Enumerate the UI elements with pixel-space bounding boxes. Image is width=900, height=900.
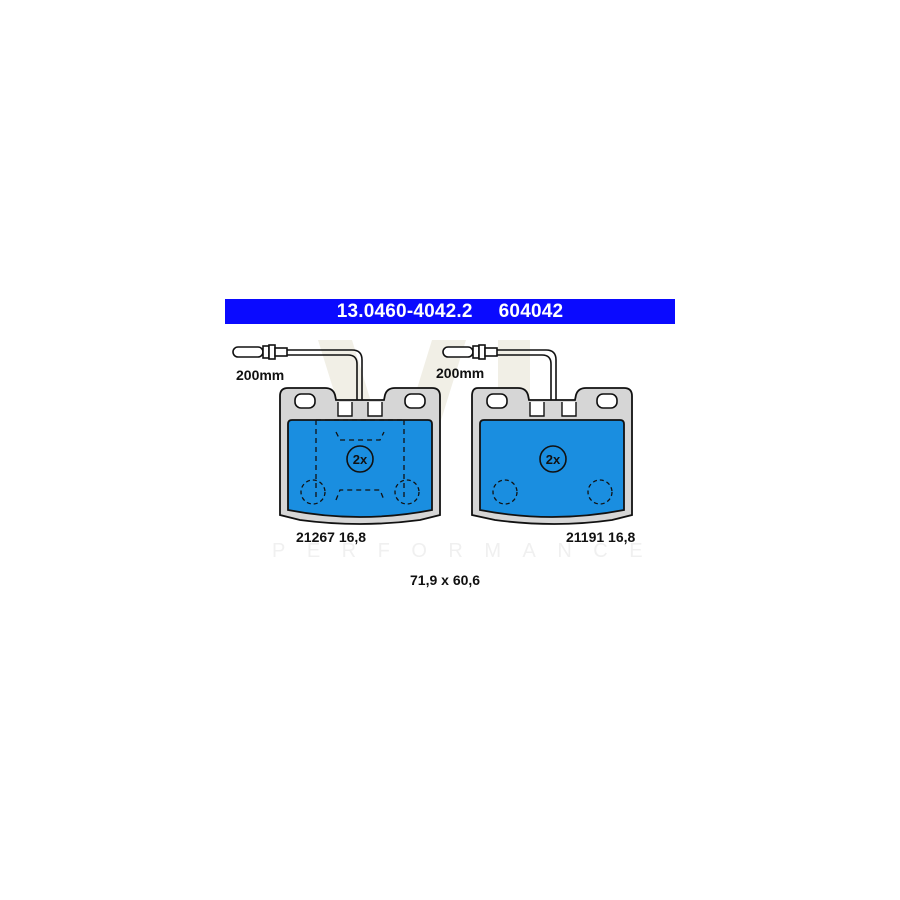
left-pad-label: 21267 16,8 (296, 529, 367, 545)
right-pad-label: 21191 16,8 (566, 529, 636, 545)
left-quantity-badge: 2x (353, 452, 368, 467)
dimensions: 71,9 x 60,6 (410, 572, 481, 588)
part-number-banner: 13.0460-4042.2 604042 (225, 299, 675, 324)
part-number: 13.0460-4042.2 (336, 300, 473, 322)
right-brake-pad: 2x (442, 344, 633, 525)
left-brake-pad: 2x (232, 344, 441, 525)
right-quantity-badge: 2x (546, 452, 561, 467)
part-code: 604042 (498, 300, 564, 322)
watermark-tagline: PERFORMANCE (272, 540, 665, 562)
right-wire-length: 200mm (436, 365, 485, 381)
left-wire-length: 200mm (236, 367, 285, 383)
